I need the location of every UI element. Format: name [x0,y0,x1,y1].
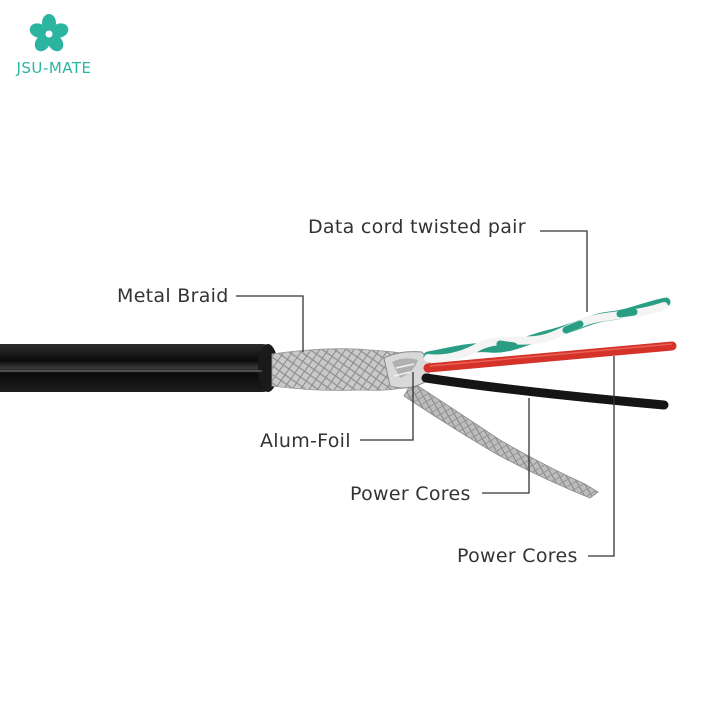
leader-power-cores-1 [482,398,530,494]
label-power-cores-1: Power Cores [350,483,471,505]
label-alum-foil: Alum-Foil [260,430,351,452]
wire-black [421,373,669,410]
leader-lines [236,230,615,557]
brand-logo: JSU-MATE [6,10,96,80]
leader-data-cord [540,230,588,312]
inner-wires [421,297,677,410]
label-power-cores-2: Power Cores [457,545,578,567]
cable-jacket [0,344,278,392]
brand-name: JSU-MATE [16,59,92,77]
label-data-cord: Data cord twisted pair [308,216,526,238]
flower-icon [29,14,69,52]
leader-power-cores-2 [588,356,615,557]
alum-foil [383,351,431,389]
wire-red [423,341,677,373]
wire-white [424,302,668,363]
leader-metal-braid [236,295,304,352]
leader-alum-foil [360,372,414,441]
label-metal-braid: Metal Braid [117,285,229,307]
